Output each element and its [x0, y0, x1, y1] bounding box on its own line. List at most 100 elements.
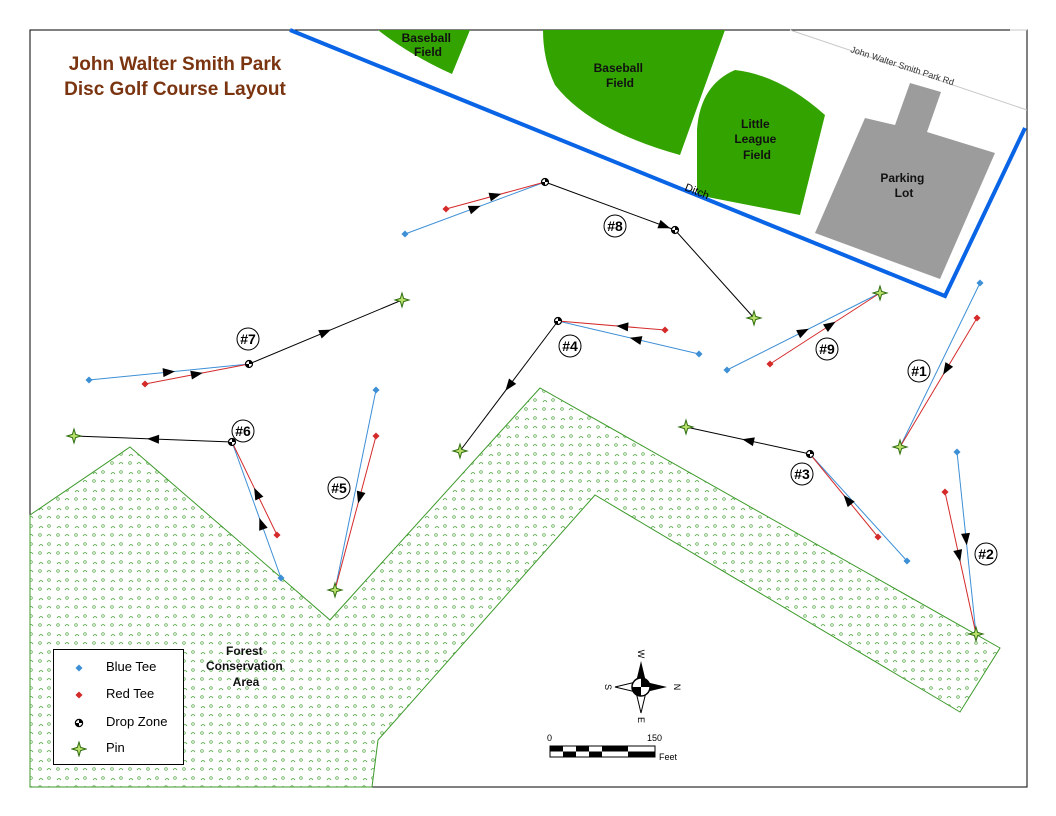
forest-area [29, 387, 1001, 788]
hole-label-circle [327, 476, 351, 500]
hole-label-circle [790, 462, 814, 486]
flight-arrow [259, 517, 268, 531]
drop-zone-marker [670, 225, 680, 235]
blue-tee-line [899, 282, 981, 448]
red-tee-line [899, 317, 978, 448]
blue-tee-marker [401, 230, 409, 238]
compass-e: E [636, 717, 646, 723]
blue-tee-line [231, 441, 282, 579]
blue-tee-marker [372, 386, 380, 394]
flight-arrow [467, 205, 481, 215]
hole-label: #8 [607, 218, 623, 234]
blue-tee-marker [85, 376, 93, 384]
blue-tee-line [557, 320, 700, 355]
compass-s: S [603, 684, 613, 690]
compass-w: W [636, 650, 646, 659]
red-tee-marker [874, 533, 882, 541]
parking-lot [815, 83, 995, 279]
hole-label-circle [815, 337, 839, 361]
hole-label: #3 [794, 466, 810, 482]
hole-label: #9 [819, 341, 835, 357]
scale-bar [549, 745, 656, 758]
flight-arrow [943, 362, 954, 375]
title-line-2: Disc Golf Course Layout [64, 79, 286, 100]
flight-line [674, 229, 755, 319]
scale-unit: Feet [659, 752, 678, 762]
legend-label: Red Tee [106, 686, 155, 701]
red-tee-marker [766, 360, 774, 368]
flight-arrow [616, 322, 629, 332]
blue-tee-marker [277, 574, 285, 582]
drop-zone-marker [244, 359, 254, 369]
blue-tee-marker [976, 279, 984, 287]
drop-zone-marker [540, 177, 550, 187]
hole-label: #4 [562, 338, 578, 354]
hole-label: #5 [331, 480, 347, 496]
flight-arrow [254, 487, 264, 501]
pin-icon [71, 741, 87, 757]
blue-tee-marker [953, 448, 961, 456]
legend-item-blue-tee: Blue Tee [54, 657, 183, 677]
pin-marker [326, 581, 344, 599]
road-edge [789, 29, 1028, 111]
pin-marker [967, 625, 985, 643]
pin-marker [745, 309, 763, 327]
drop-zone-marker [805, 449, 815, 459]
blue-tee-marker [723, 366, 731, 374]
flight-arrow [318, 329, 332, 339]
baseball-field-1-label: Baseball Field [402, 31, 455, 59]
parking-label: Parking Lot [880, 171, 927, 200]
red-tee-marker [941, 488, 949, 496]
red-tee-line [769, 292, 881, 365]
pin-marker [451, 442, 469, 460]
flight-arrow [505, 378, 517, 391]
legend-item-pin: Pin [54, 738, 183, 758]
baseball-field-2 [543, 30, 725, 155]
legend-label: Drop Zone [106, 714, 168, 729]
flight-arrow [147, 434, 160, 444]
red-tee-marker [372, 432, 380, 440]
hole-label: #2 [978, 546, 994, 562]
blue-tee-icon [75, 664, 83, 672]
north-arrow: W S N E [603, 650, 682, 723]
blue-tee-marker [695, 350, 703, 358]
flight-arrow [823, 321, 836, 332]
hole-label-circle [974, 542, 998, 566]
hole-label-circle [907, 359, 931, 383]
blue-tee-marker [903, 557, 911, 565]
red-tee-marker [442, 205, 450, 213]
red-tee-icon [75, 691, 83, 699]
hole-label-circle [236, 327, 260, 351]
pin-marker [677, 418, 695, 436]
flight-arrow [488, 192, 502, 202]
legend-item-drop-zone: Drop Zone [54, 712, 183, 732]
flight-arrow [356, 490, 366, 504]
legend-label: Pin [106, 740, 125, 755]
drop-zone-marker [553, 316, 563, 326]
blue-tee-line [334, 389, 377, 591]
pin-marker [891, 438, 909, 456]
baseball-field-1 [378, 30, 470, 74]
drop-zone-icon [74, 718, 84, 728]
legend: Blue Tee Red Tee Drop Zone Pin [53, 649, 184, 765]
flight-arrow [742, 437, 755, 447]
flight-arrow [190, 370, 203, 380]
red-tee-line [944, 491, 977, 635]
legend-item-red-tee: Red Tee [54, 684, 183, 704]
map-title: John Walter Smith Park Disc Golf Course … [40, 52, 310, 102]
hole-label: #6 [235, 423, 251, 439]
hole-label-circle [231, 419, 255, 443]
title-line-1: John Walter Smith Park [68, 54, 282, 75]
flight-arrow [657, 219, 671, 229]
flight-line [544, 181, 676, 231]
hole-label: #7 [240, 331, 256, 347]
pin-marker [65, 427, 83, 445]
little-league-field [697, 70, 825, 215]
legend-label: Blue Tee [106, 659, 157, 674]
pin-marker [393, 291, 411, 309]
red-tee-line [557, 320, 666, 331]
little-league-label: Little League Field [734, 117, 779, 162]
flight-arrow [162, 368, 175, 378]
flight-arrow [961, 532, 970, 546]
holes-layer: #1#2#3#4#5#6#7#8#9 [65, 177, 998, 643]
